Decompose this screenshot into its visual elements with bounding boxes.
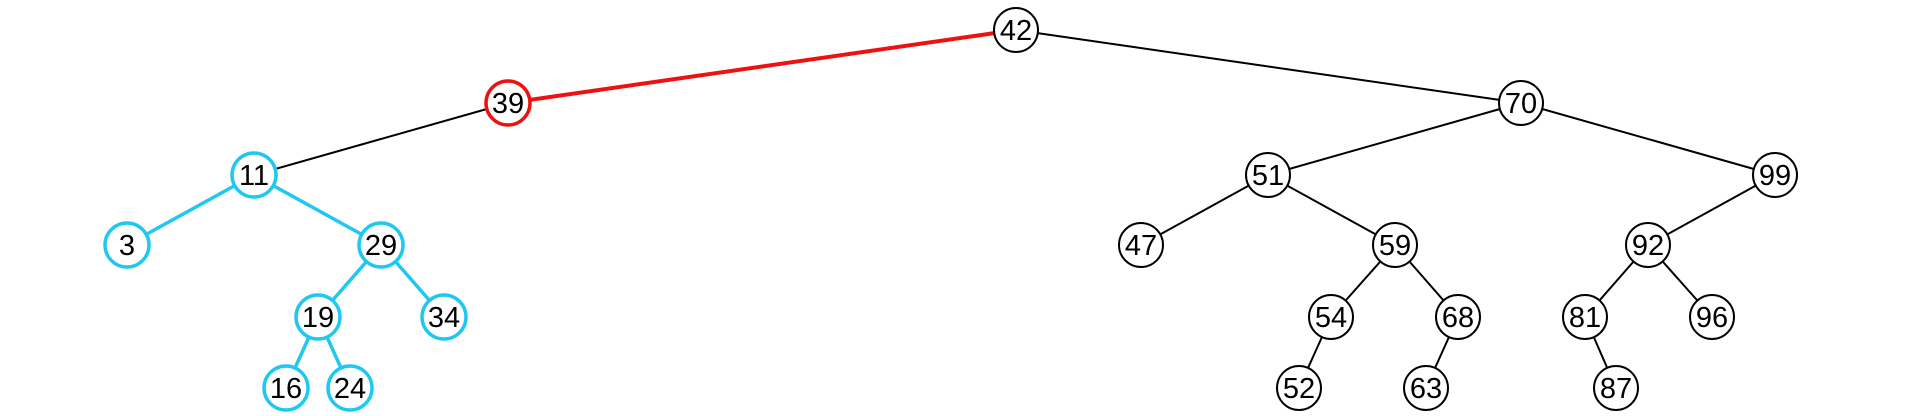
tree-node-24: 24: [326, 364, 374, 412]
node-label: 87: [1600, 373, 1632, 405]
node-circle: [262, 364, 310, 412]
node-label: 63: [1410, 373, 1442, 405]
node-circle: [1118, 222, 1164, 268]
tree-node-81: 81: [1562, 294, 1608, 340]
tree-node-92: 92: [1625, 222, 1671, 268]
tree-node-34: 34: [420, 293, 468, 341]
edge-51-47: [1140, 174, 1269, 246]
tree-node-96: 96: [1689, 294, 1735, 340]
node-label: 81: [1569, 302, 1601, 334]
node-label: 99: [1759, 160, 1791, 192]
node-circle: [326, 364, 374, 412]
tree-node-87: 87: [1593, 365, 1639, 411]
node-label: 47: [1125, 230, 1157, 262]
node-circle: [103, 221, 151, 269]
node-circle: [993, 7, 1039, 53]
tree-node-63: 63: [1403, 365, 1449, 411]
node-label: 52: [1283, 373, 1315, 405]
tree-node-3: 3: [103, 221, 151, 269]
node-label: 42: [1000, 15, 1032, 47]
node-circle: [1245, 152, 1291, 198]
node-label: 70: [1505, 88, 1537, 120]
edge-11-29: [253, 173, 382, 247]
edge-11-3: [126, 173, 255, 247]
node-label: 39: [492, 88, 524, 120]
tree-node-16: 16: [262, 364, 310, 412]
node-circle: [1308, 294, 1354, 340]
node-label: 96: [1696, 302, 1728, 334]
tree-node-70: 70: [1498, 80, 1544, 126]
tree-node-54: 54: [1308, 294, 1354, 340]
node-label: 11: [239, 160, 269, 192]
node-label: 68: [1442, 302, 1474, 334]
node-label: 59: [1379, 230, 1411, 262]
tree-node-11: 11: [230, 151, 278, 199]
node-circle: [1689, 294, 1735, 340]
node-circle: [1562, 294, 1608, 340]
node-label: 19: [302, 302, 334, 334]
node-label: 54: [1315, 302, 1347, 334]
node-circle: [1276, 365, 1322, 411]
node-label: 51: [1252, 160, 1284, 192]
node-circle: [1498, 80, 1544, 126]
tree-node-42: 42: [993, 7, 1039, 53]
edge-51-59: [1267, 174, 1396, 246]
node-label: 34: [428, 302, 460, 334]
node-circle: [1593, 365, 1639, 411]
edge-42-39: [507, 28, 1017, 105]
tree-node-59: 59: [1372, 222, 1418, 268]
node-circle: [230, 151, 278, 199]
node-circle: [1435, 294, 1481, 340]
tree-node-39: 39: [484, 79, 532, 127]
node-circle: [357, 221, 405, 269]
tree-node-47: 47: [1118, 222, 1164, 268]
tree-nodes: 42 39 70 11 3 29 19 34 16 24 51 99 47 59 54 68 52 63 92 81 9…: [103, 7, 1798, 412]
tree-node-99: 99: [1752, 152, 1798, 198]
edge-70-51: [1267, 102, 1522, 176]
tree-node-68: 68: [1435, 294, 1481, 340]
tree-node-51: 51: [1245, 152, 1291, 198]
node-label: 24: [334, 373, 366, 405]
node-circle: [420, 293, 468, 341]
node-circle: [1752, 152, 1798, 198]
node-circle: [484, 79, 532, 127]
edge-70-99: [1520, 102, 1776, 176]
node-label: 3: [119, 230, 135, 262]
node-label: 16: [270, 373, 302, 405]
tree-node-29: 29: [357, 221, 405, 269]
node-circle: [1403, 365, 1449, 411]
node-label: 92: [1632, 230, 1664, 262]
edge-39-11: [253, 102, 509, 176]
edge-42-70: [1015, 29, 1522, 104]
node-circle: [294, 293, 342, 341]
edge-99-92: [1647, 174, 1776, 246]
tree-node-19: 19: [294, 293, 342, 341]
node-circle: [1625, 222, 1671, 268]
tree-node-52: 52: [1276, 365, 1322, 411]
node-label: 29: [365, 230, 397, 262]
node-circle: [1372, 222, 1418, 268]
